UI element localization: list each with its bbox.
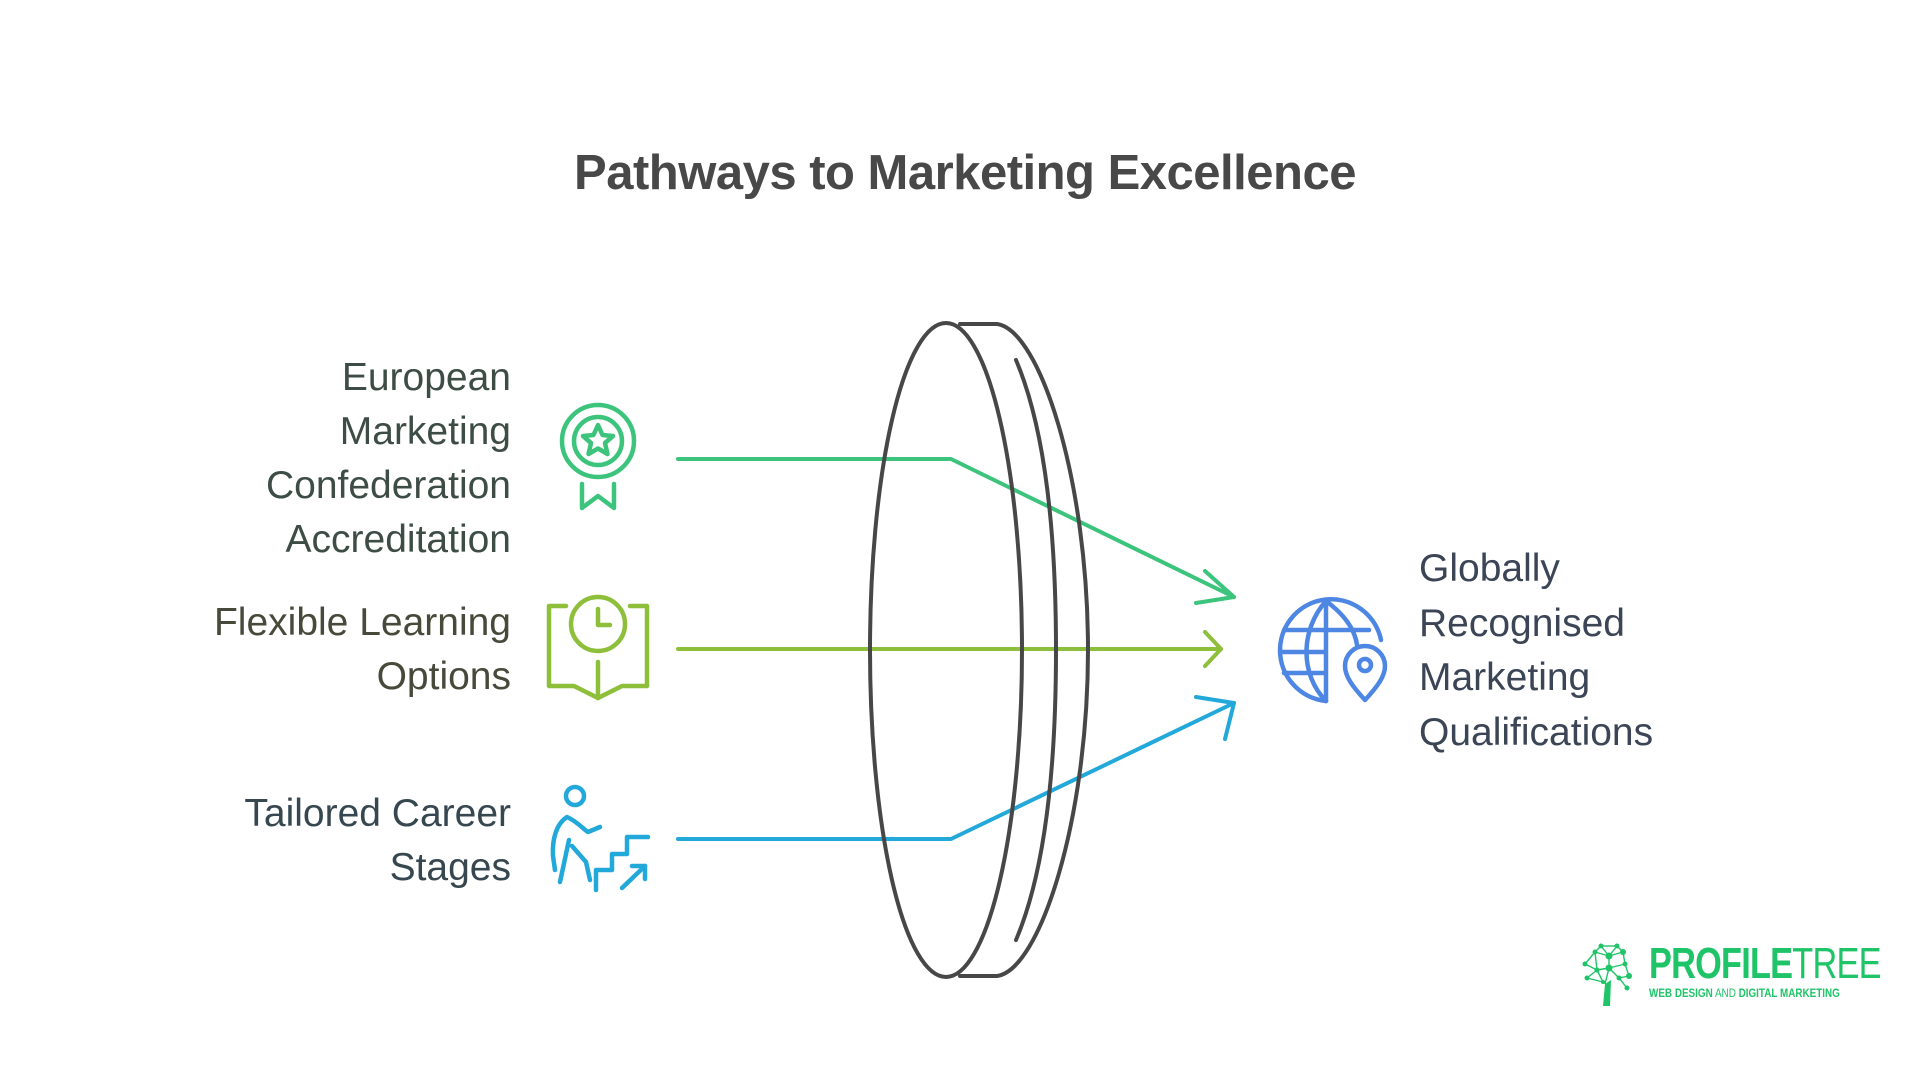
label-line: Globally	[1419, 547, 1560, 590]
arrowhead-flexible	[1203, 630, 1223, 668]
input-label-flexible: Flexible Learning Options	[214, 596, 511, 704]
arrowhead-emc	[1194, 569, 1236, 605]
label-line: Recognised	[1419, 601, 1625, 645]
connector-career	[676, 695, 1236, 841]
label-line: Flexible Learning	[213, 601, 511, 644]
person-climbing-stairs-icon	[550, 784, 651, 893]
label-line: Marketing	[339, 410, 511, 453]
label-line: European	[341, 356, 511, 399]
label-line: Options	[376, 655, 511, 698]
logo-tagline: WEB DESIGN AND DIGITAL MARKETING	[1649, 988, 1840, 1000]
logo-tagline-part: AND	[1712, 988, 1739, 1000]
logo-tagline-part: DIGITAL MARKETING	[1738, 988, 1840, 1000]
label-line: Marketing	[1419, 656, 1591, 699]
arrowhead-career	[1194, 695, 1236, 741]
page-title: Pathways to Marketing Excellence	[574, 146, 1356, 200]
label-line: Tailored Career	[244, 792, 511, 835]
label-line: Qualifications	[1419, 710, 1654, 754]
logo-tagline-part: WEB DESIGN	[1649, 988, 1713, 1000]
label-line: Confederation	[265, 464, 511, 507]
book-clock-icon	[546, 594, 650, 701]
input-label-career: Tailored Career Stages	[244, 787, 511, 895]
logo-brand-bold: PROFILE	[1649, 939, 1793, 988]
output-label: Globally Recognised Marketing Qualificat…	[1419, 542, 1653, 760]
lens-icon	[868, 321, 1091, 979]
label-line: Stages	[389, 846, 511, 889]
connector-flexible	[676, 630, 1223, 668]
input-label-emc: European Marketing Confederation Accredi…	[266, 351, 511, 567]
label-line: Accreditation	[285, 518, 511, 561]
tree-network-icon	[1582, 943, 1632, 1006]
logo-brand-thin: TREE	[1792, 939, 1881, 988]
globe-location-icon	[1277, 597, 1388, 704]
profiletree-logo: PROFILETREE WEB DESIGN AND DIGITAL MARKE…	[1581, 940, 1891, 1006]
logo-wordmark: PROFILETREE	[1649, 940, 1881, 988]
award-ribbon-icon	[559, 402, 637, 511]
connector-emc	[676, 457, 1236, 605]
